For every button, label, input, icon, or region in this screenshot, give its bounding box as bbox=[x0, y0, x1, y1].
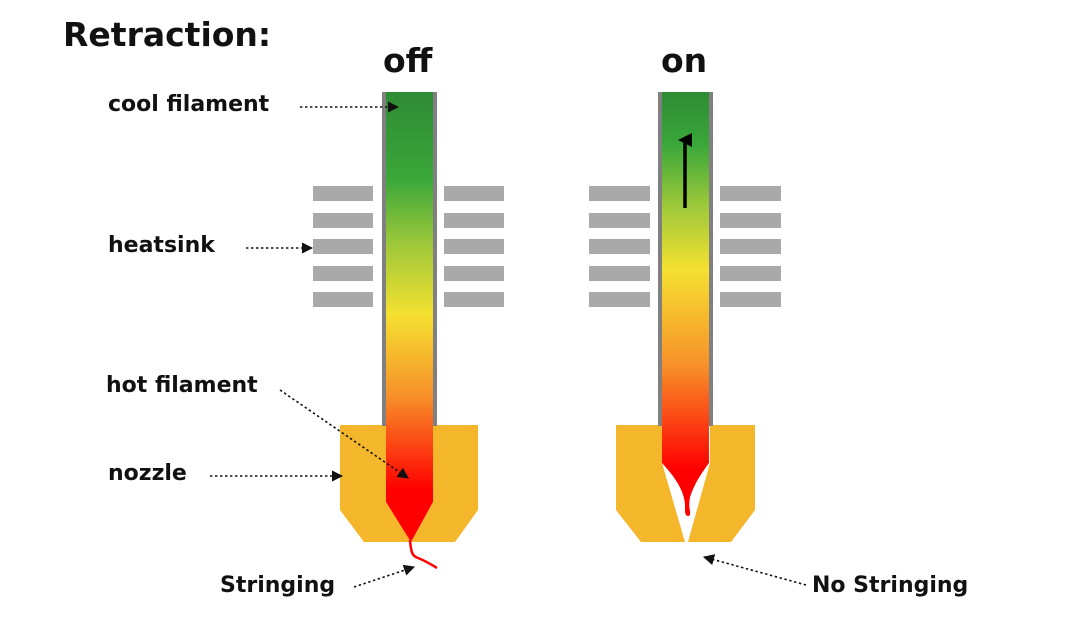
arrow-no-stringing bbox=[702, 554, 807, 586]
filament-off bbox=[382, 92, 437, 542]
string-strand bbox=[408, 539, 438, 570]
leader-arrows bbox=[210, 101, 807, 588]
nozzle-off bbox=[340, 425, 478, 542]
heatsink-off bbox=[313, 186, 504, 307]
state-off-label: off bbox=[383, 41, 433, 80]
arrow-stringing bbox=[353, 564, 416, 588]
heatsink-on bbox=[589, 186, 781, 307]
diagram-title: Retraction: bbox=[63, 15, 272, 54]
state-on-label: on bbox=[661, 41, 708, 80]
arrow-hot-filament bbox=[279, 389, 409, 479]
stringing-label: Stringing bbox=[220, 573, 336, 598]
heatsink-label: heatsink bbox=[108, 233, 215, 258]
cool-filament-label: cool filament bbox=[108, 92, 270, 117]
filament-on bbox=[658, 92, 713, 516]
nozzle-label: nozzle bbox=[108, 461, 187, 486]
nozzle-on bbox=[616, 425, 755, 542]
no-stringing-label: No Stringing bbox=[812, 573, 969, 598]
hot-filament-label: hot filament bbox=[106, 373, 258, 398]
